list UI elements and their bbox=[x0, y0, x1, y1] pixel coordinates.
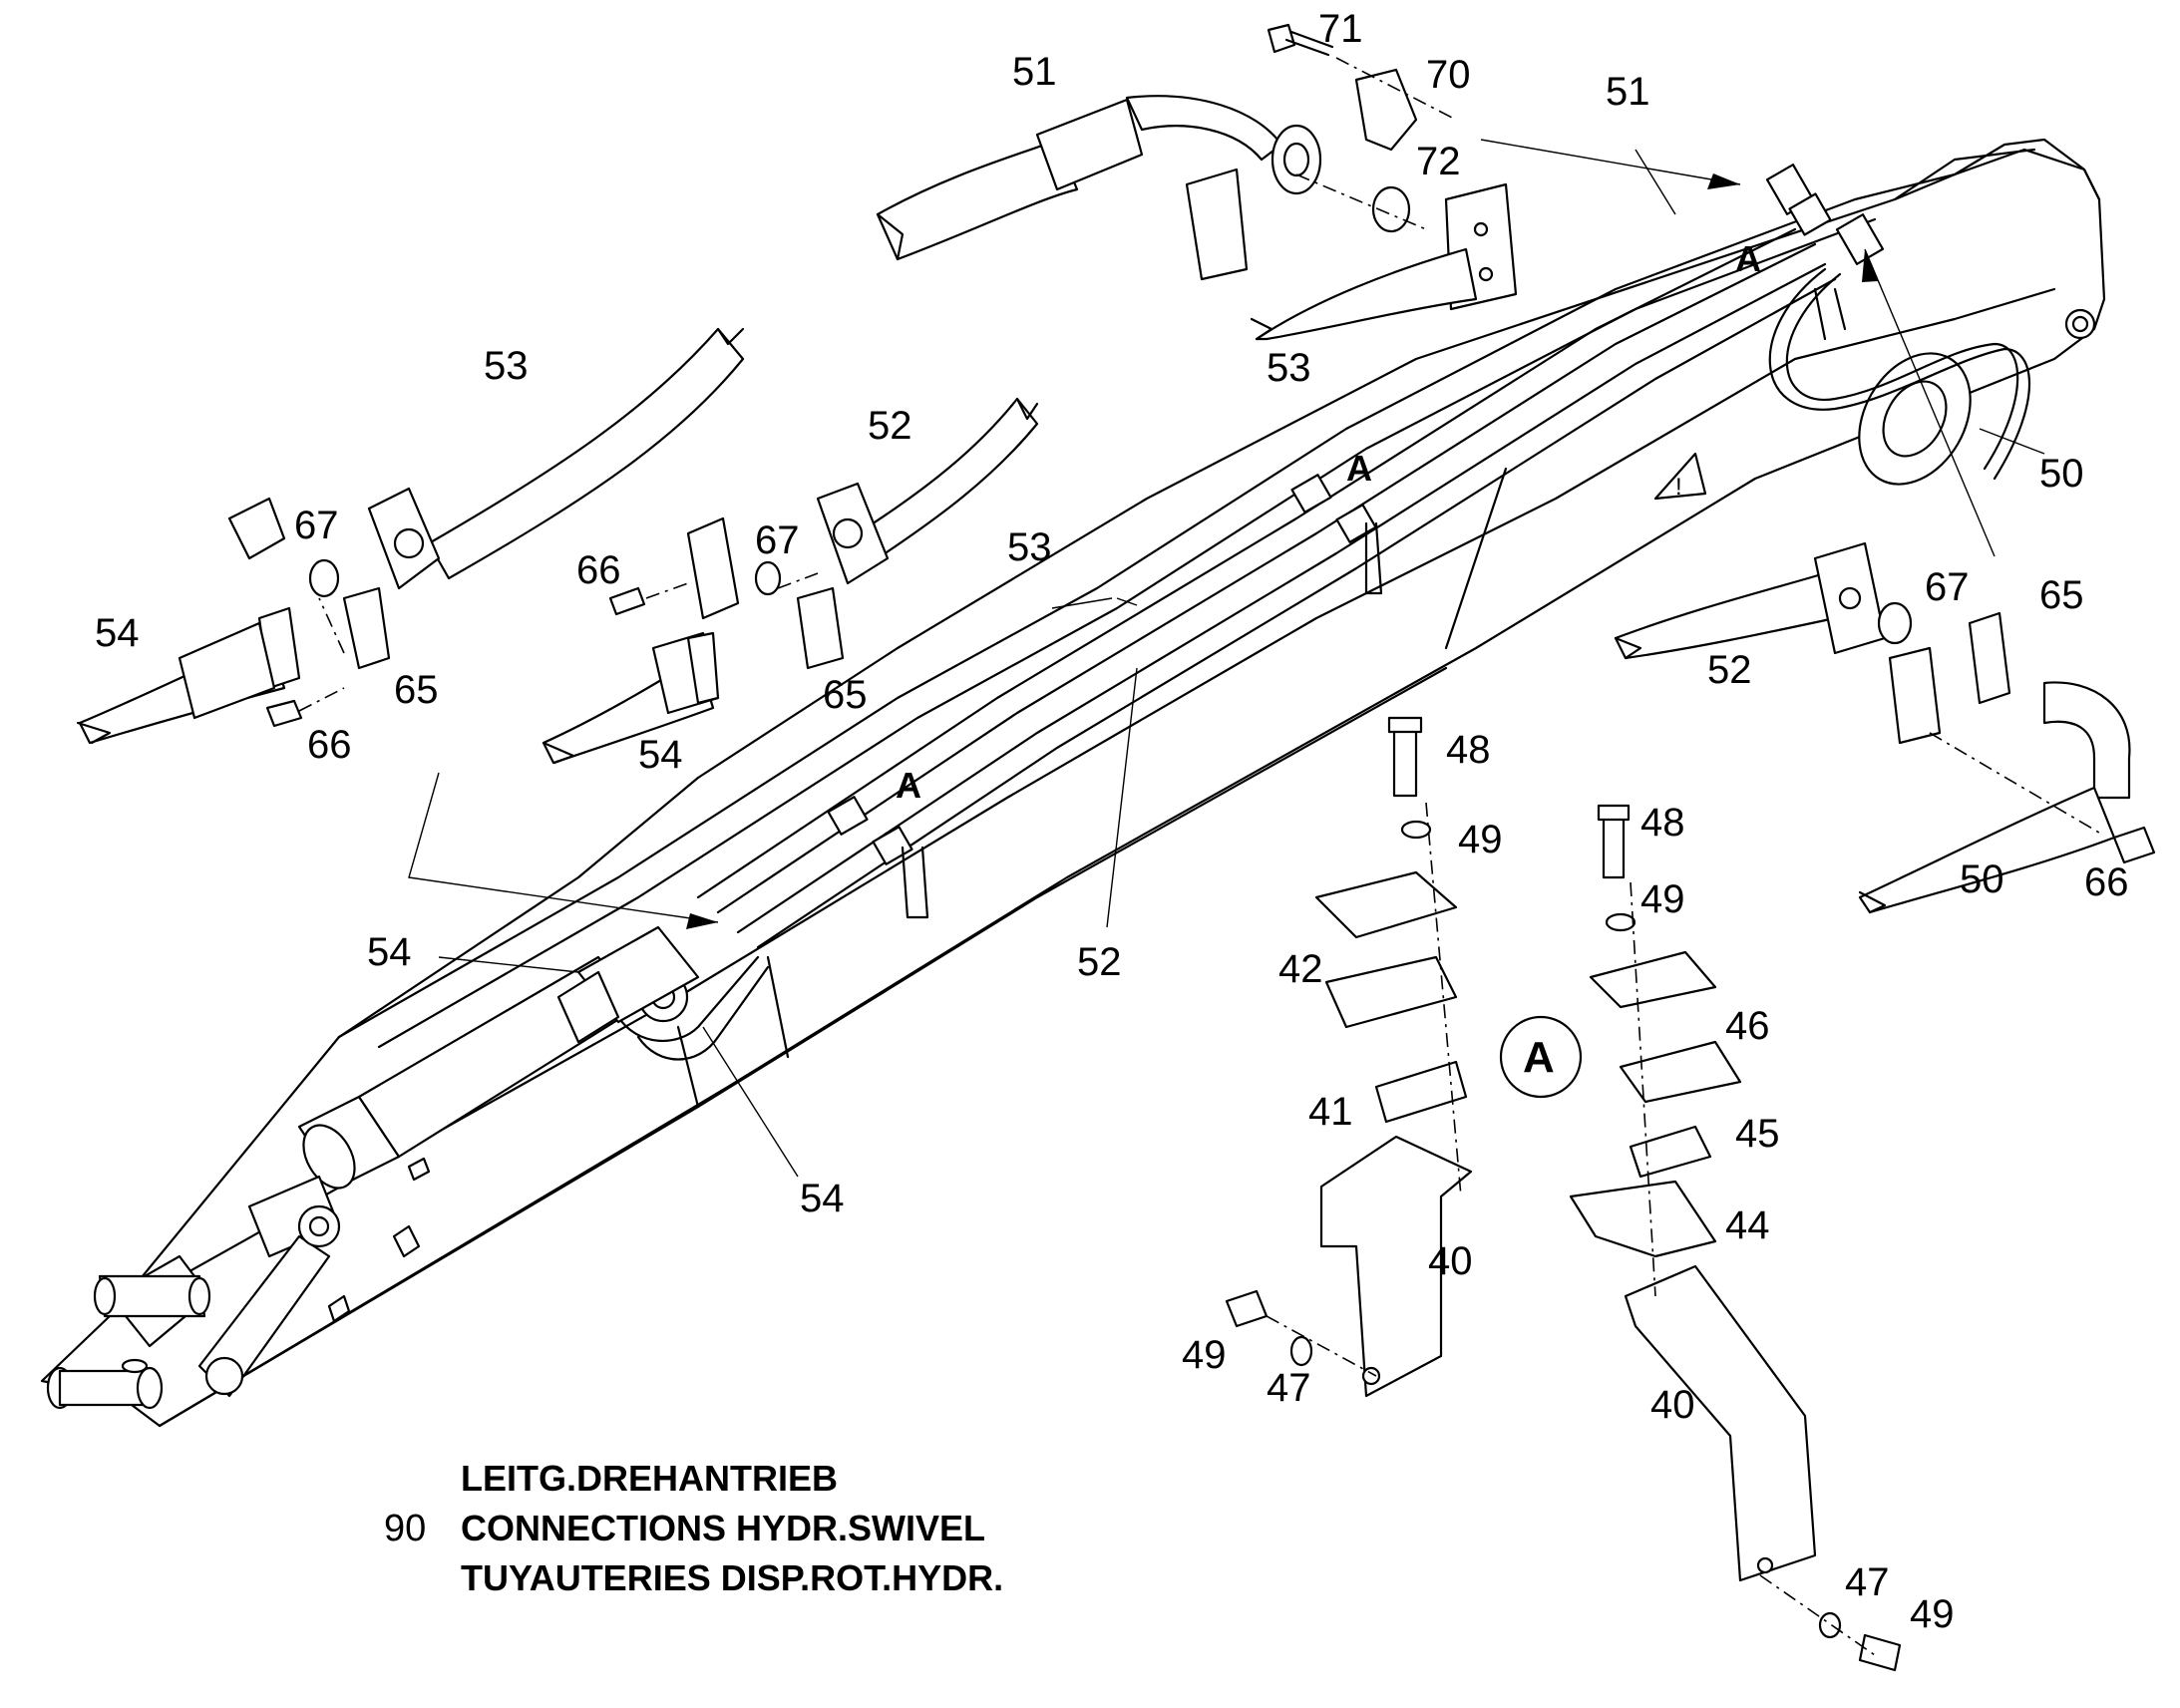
caption-line-en: CONNECTIONS HYDR.SWIVEL bbox=[461, 1508, 985, 1548]
label-49: 49 bbox=[1458, 818, 1503, 861]
label-66: 66 bbox=[576, 548, 621, 592]
caption-line-fr: TUYAUTERIES DISP.ROT.HYDR. bbox=[461, 1557, 1003, 1598]
marker-A: A bbox=[1735, 238, 1761, 279]
label-67: 67 bbox=[755, 518, 800, 562]
label-65: 65 bbox=[394, 668, 439, 712]
label-44: 44 bbox=[1725, 1203, 1770, 1247]
label-41: 41 bbox=[1308, 1090, 1353, 1134]
label-66: 66 bbox=[2084, 860, 2129, 904]
detail-hose-52-54-center bbox=[542, 397, 1039, 765]
label-49: 49 bbox=[1182, 1333, 1227, 1377]
detail-hose-53-54-left bbox=[76, 327, 745, 745]
label-53: 53 bbox=[484, 344, 529, 388]
label-66: 66 bbox=[307, 723, 352, 767]
label-48: 48 bbox=[1446, 728, 1491, 772]
label-54: 54 bbox=[367, 930, 412, 974]
label-42: 42 bbox=[1278, 947, 1323, 991]
label-54: 54 bbox=[95, 611, 140, 655]
part-number-labels: 51 71 70 72 51 53 53 52 67 67 66 54 65 6… bbox=[95, 7, 2129, 1636]
marker-A: A bbox=[896, 765, 921, 806]
label-54: 54 bbox=[800, 1177, 845, 1220]
label-70: 70 bbox=[1426, 53, 1471, 97]
caption-line-de: LEITG.DREHANTRIEB bbox=[461, 1458, 838, 1499]
caption-number: 90 bbox=[384, 1508, 426, 1549]
detail-A-marker: A bbox=[1523, 1033, 1555, 1082]
detail-hose-50-52-right bbox=[1614, 541, 2156, 914]
label-72: 72 bbox=[1416, 140, 1461, 183]
label-67: 67 bbox=[1925, 565, 1970, 609]
detail-A-bracket-assembly bbox=[1225, 716, 1902, 1672]
label-53: 53 bbox=[1267, 346, 1311, 390]
label-54: 54 bbox=[638, 733, 683, 777]
label-52: 52 bbox=[1707, 648, 1752, 692]
label-71: 71 bbox=[1318, 7, 1363, 51]
label-50: 50 bbox=[2039, 452, 2084, 496]
detail-hose-51-53 bbox=[876, 23, 1518, 341]
label-49: 49 bbox=[1640, 877, 1685, 921]
svg-text:!: ! bbox=[1675, 474, 1682, 501]
label-52: 52 bbox=[868, 404, 912, 448]
boom-arm: ! bbox=[40, 138, 2106, 1428]
label-65: 65 bbox=[823, 673, 868, 717]
marker-A: A bbox=[1346, 448, 1372, 489]
label-47: 47 bbox=[1845, 1560, 1890, 1604]
label-67: 67 bbox=[294, 504, 339, 547]
label-48: 48 bbox=[1640, 801, 1685, 845]
label-46: 46 bbox=[1725, 1004, 1770, 1048]
label-47: 47 bbox=[1267, 1366, 1311, 1410]
label-65: 65 bbox=[2039, 573, 2084, 617]
caption: 90 LEITG.DREHANTRIEB CONNECTIONS HYDR.SW… bbox=[384, 1458, 1003, 1598]
label-51: 51 bbox=[1606, 70, 1650, 114]
label-45: 45 bbox=[1735, 1112, 1780, 1156]
label-40: 40 bbox=[1650, 1383, 1695, 1427]
label-53: 53 bbox=[1007, 525, 1052, 569]
leader-lines bbox=[408, 139, 2045, 1178]
label-49: 49 bbox=[1910, 1592, 1955, 1636]
boom-hose-lines bbox=[556, 164, 2031, 1061]
label-52: 52 bbox=[1077, 940, 1122, 984]
label-50: 50 bbox=[1960, 857, 2004, 901]
label-40: 40 bbox=[1428, 1239, 1473, 1283]
label-51: 51 bbox=[1012, 50, 1057, 94]
